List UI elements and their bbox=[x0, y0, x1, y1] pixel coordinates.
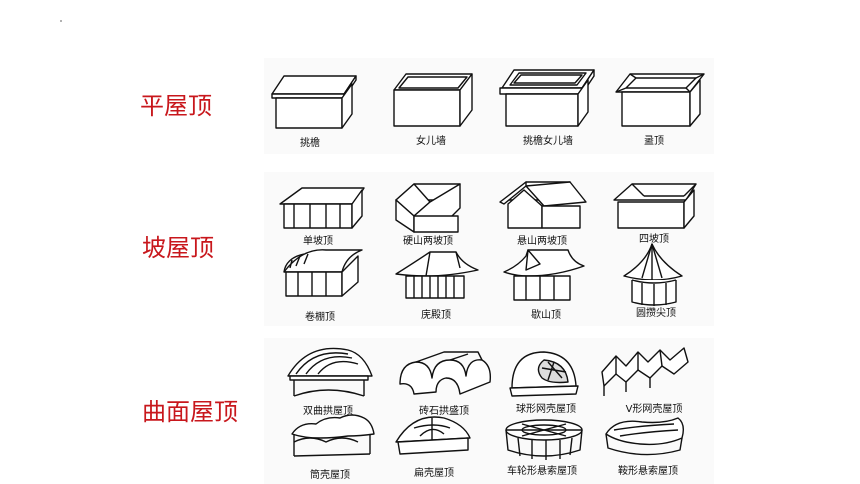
category-curved-roof: 曲面屋顶 bbox=[142, 398, 238, 426]
rolled-shed-illustration bbox=[283, 249, 363, 297]
flat-label-3: 挑檐女儿墙 bbox=[523, 136, 573, 147]
parapet-wall-illustration bbox=[393, 73, 473, 127]
curved-label-7: 车轮形悬索屋顶 bbox=[507, 466, 577, 477]
sloped-label-7: 歇山顶 bbox=[531, 310, 561, 321]
curved-roof-panel: 双曲拱屋顶 砖石拱盛顶 球形网壳屋顶 V形网壳屋顶 筒壳屋顶 扁壳屋顶 车轮形悬… bbox=[264, 338, 714, 484]
double-curved-arch-illustration bbox=[287, 347, 373, 397]
curved-label-1: 双曲拱屋顶 bbox=[303, 406, 353, 417]
curved-label-4: V形网壳屋顶 bbox=[625, 404, 683, 415]
v-shell-illustration bbox=[601, 347, 689, 396]
sloped-label-4: 四坡顶 bbox=[639, 234, 669, 245]
sloped-label-5: 卷棚顶 bbox=[305, 312, 335, 323]
flat-roof-panel: 挑檐 女儿墙 挑檐女儿墙 盝顶 bbox=[264, 58, 714, 154]
category-sloped-roof: 坡屋顶 bbox=[142, 234, 214, 262]
round-pyramid-illustration bbox=[623, 243, 683, 306]
sloped-label-2: 硬山两坡顶 bbox=[403, 236, 453, 247]
saddle-cable-illustration bbox=[605, 417, 685, 456]
curved-label-8: 鞍形悬索屋顶 bbox=[618, 466, 678, 477]
gable-hard-illustration bbox=[395, 183, 461, 233]
sloped-label-8: 圆攒尖顶 bbox=[636, 308, 676, 319]
hip-roof-illustration bbox=[613, 183, 697, 229]
curved-label-2: 砖石拱盛顶 bbox=[419, 406, 469, 417]
flat-label-4: 盝顶 bbox=[644, 136, 664, 147]
sloped-label-1: 单坡顶 bbox=[303, 236, 333, 247]
sloped-label-3: 悬山两坡顶 bbox=[517, 236, 567, 247]
hip-top-illustration bbox=[615, 73, 705, 127]
single-slope-illustration bbox=[279, 187, 365, 229]
flat-shell-illustration bbox=[395, 416, 471, 455]
hip-palace-illustration bbox=[395, 251, 479, 299]
category-flat-roof: 平屋顶 bbox=[140, 92, 212, 120]
sloped-label-6: 庑殿顶 bbox=[421, 310, 451, 321]
spherical-shell-illustration bbox=[509, 351, 579, 397]
wheel-cable-illustration bbox=[505, 419, 583, 460]
gable-overhang-illustration bbox=[499, 181, 587, 229]
eave-parapet-illustration bbox=[499, 69, 595, 127]
curved-label-3: 球形网壳屋顶 bbox=[516, 404, 576, 415]
curved-label-6: 扁壳屋顶 bbox=[414, 468, 454, 479]
curved-label-5: 筒壳屋顶 bbox=[310, 470, 350, 481]
gable-hip-illustration bbox=[503, 249, 585, 301]
sloped-roof-panel: 单坡顶 硬山两坡顶 悬山两坡顶 四坡顶 卷棚顶 庑殿顶 歇山顶 圆攒尖顶 bbox=[264, 172, 714, 326]
eave-overhang-illustration bbox=[271, 75, 357, 129]
barrel-shell-illustration bbox=[291, 414, 375, 457]
slide-marker-dot bbox=[60, 20, 62, 22]
flat-label-2: 女儿墙 bbox=[416, 136, 446, 147]
flat-label-1: 挑檐 bbox=[300, 138, 320, 149]
masonry-arch-illustration bbox=[399, 351, 492, 395]
